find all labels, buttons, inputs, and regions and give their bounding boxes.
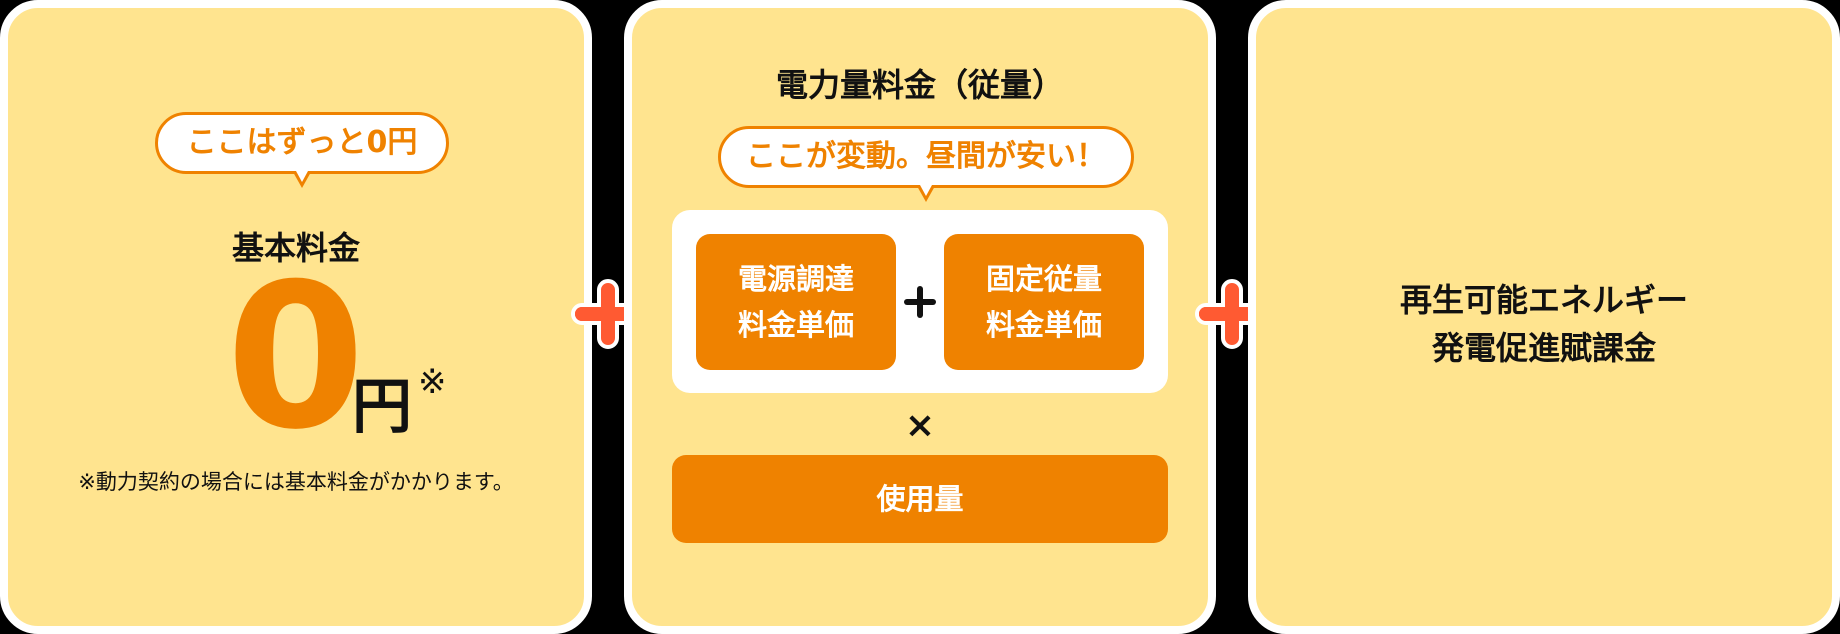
basic-fee-amount: 0 円 ※ (8, 258, 584, 458)
box-line-1: 電源調達 (737, 262, 854, 296)
box-line-2: 料金単価 (737, 308, 854, 342)
bubble-text: ここが変動。昼間が安い！ (746, 139, 1106, 174)
box-line-1: 固定従量 (985, 262, 1102, 296)
bubble-tail-inner (920, 185, 932, 196)
fixed-metered-unit-price-box: 固定従量 料金単価 (944, 234, 1144, 370)
multiply-icon: × (904, 405, 936, 446)
energy-charge-card: 電力量料金（従量） ここが変動。昼間が安い！ 電源調達 料金単価 固定従量 料金… (624, 0, 1216, 634)
energy-charge-title: 電力量料金（従量） (775, 66, 1064, 104)
renewable-surcharge-card: 再生可能エネルギー 発電促進賦課金 (1248, 0, 1840, 634)
plus-icon (904, 286, 936, 318)
procurement-unit-price-box: 電源調達 料金単価 (696, 234, 896, 370)
basic-fee-card: ここはずっと0円 基本料金 0 円 ※ ※動力契約の場合には基本料金がかかります… (0, 0, 592, 634)
renewable-surcharge-title: 再生可能エネルギー 発電促進賦課金 (1256, 276, 1832, 372)
reference-mark: ※ (418, 362, 447, 402)
unit-price-panel: 電源調達 料金単価 固定従量 料金単価 (672, 210, 1168, 393)
speech-bubble-variable: ここが変動。昼間が安い！ (718, 126, 1134, 202)
amount-number: 0 (226, 241, 365, 474)
bubble-text: ここはずっと0円 (186, 125, 418, 160)
bubble-tail-inner (296, 171, 308, 182)
amount-unit: 円 (352, 372, 412, 442)
title-line-1: 再生可能エネルギー (1399, 281, 1688, 319)
speech-bubble-always-zero: ここはずっと0円 (155, 112, 449, 188)
basic-fee-title: 基本料金 (231, 229, 360, 267)
title-line-2: 発電促進賦課金 (1431, 329, 1656, 367)
box-line-2: 料金単価 (985, 308, 1102, 342)
usage-box: 使用量 (672, 455, 1168, 543)
basic-fee-footnote: ※動力契約の場合には基本料金がかかります。 (78, 470, 514, 494)
